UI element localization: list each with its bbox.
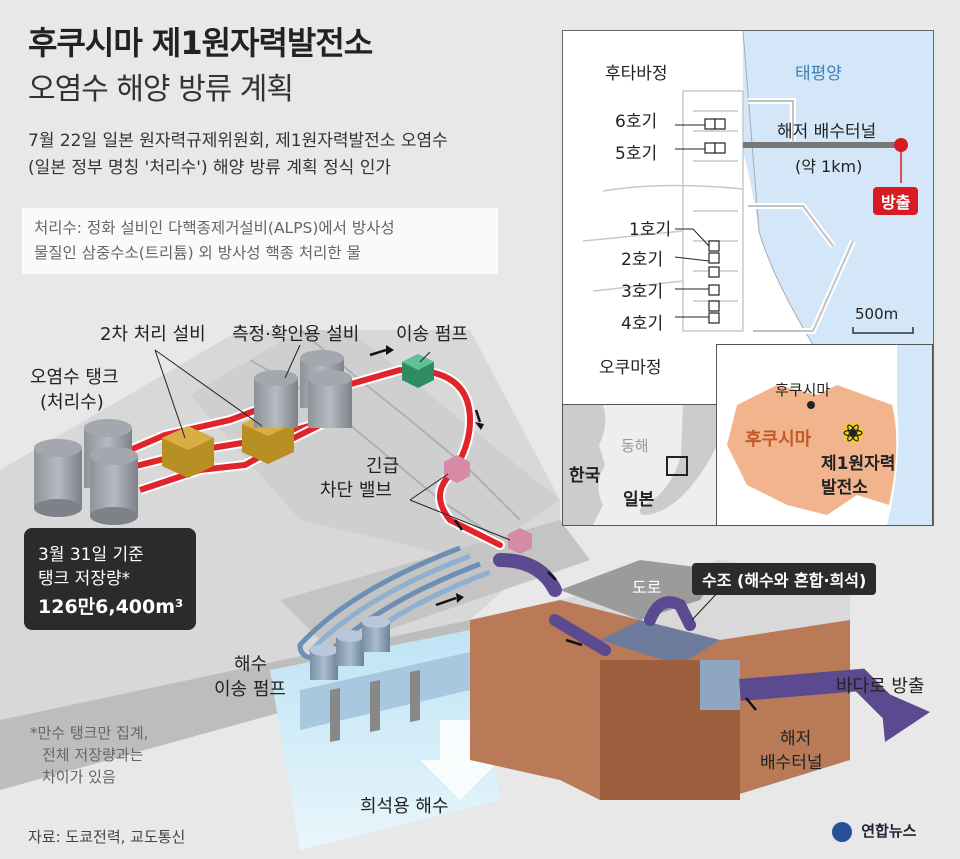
emergency-valve-2 bbox=[508, 528, 532, 554]
korea-label: 한국 bbox=[569, 466, 601, 486]
tank-storage-callout: 3월 31일 기준 탱크 저장량* 126만6,400m³ bbox=[24, 528, 196, 630]
fukushima-pref-label: 후쿠시마 bbox=[745, 429, 812, 450]
logo-text: 연합뉴스 bbox=[861, 822, 917, 840]
undersea-tunnel-label-2: 배수터널 bbox=[760, 753, 823, 773]
scale-label: 500m bbox=[855, 305, 899, 323]
undersea-tunnel-label-1: 해저 bbox=[780, 729, 812, 749]
note-line2: 물질인 삼중수소(트리튬) 외 방사성 핵종 처리한 물 bbox=[34, 244, 361, 262]
emergency-valve bbox=[444, 455, 470, 483]
japan-label: 일본 bbox=[623, 490, 655, 510]
title-line1: 후쿠시마 제1원자력발전소 bbox=[28, 24, 373, 62]
tunnel-label: 해저 배수터널 bbox=[777, 122, 877, 142]
plant-label-line2: 발전소 bbox=[821, 478, 868, 498]
valve-label-2: 차단 밸브 bbox=[320, 480, 392, 501]
road-label: 도로 bbox=[632, 578, 662, 597]
fukushima-pref-shape bbox=[727, 385, 897, 515]
secondary-treatment-label: 2차 처리 설비 bbox=[100, 324, 206, 345]
footnote-line2: 전체 저장량과는 bbox=[42, 746, 144, 764]
contaminated-water-tanks bbox=[34, 419, 138, 525]
logo: 연합뉴스 bbox=[832, 820, 916, 842]
desc-line2: (일본 정부 명칭 '처리수') 해양 방류 계획 정식 인가 bbox=[28, 158, 392, 178]
site-map-drawing bbox=[582, 31, 933, 362]
tank-label-2: (처리수) bbox=[40, 392, 104, 413]
transfer-pump-label: 이송 펌프 bbox=[396, 324, 468, 345]
desc-line1: 7월 22일 일본 원자력규제위원회, 제1원자력발전소 오염수 bbox=[28, 131, 448, 151]
fukushima-inset-drawing bbox=[727, 345, 932, 525]
definition-note: 처리수: 정화 설비인 다핵종제거설비(ALPS)에서 방사성 물질인 삼중수소… bbox=[22, 208, 498, 274]
sea-discharge-label: 바다로 방출 bbox=[836, 676, 925, 697]
unit4-label: 4호기 bbox=[621, 314, 664, 334]
footnote: *만수 탱크만 집계, 전체 저장량과는 차이가 있음 bbox=[30, 722, 148, 788]
description: 7월 22일 일본 원자력규제위원회, 제1원자력발전소 오염수 (일본 정부 … bbox=[28, 128, 528, 182]
reactor-units bbox=[704, 118, 726, 324]
tunnel-length-label: (약 1km) bbox=[795, 157, 863, 176]
title-line2: 오염수 해양 방류 계획 bbox=[28, 72, 294, 107]
tank-info-value: 126만6,400m³ bbox=[38, 596, 184, 618]
discharge-point bbox=[894, 138, 908, 152]
dilution-seawater-label: 희석용 해수 bbox=[360, 796, 449, 817]
nuclear-icon bbox=[843, 423, 863, 443]
pacific-label: 태평양 bbox=[795, 64, 842, 84]
fukushima-city-label: 후쿠시마 bbox=[775, 381, 831, 399]
unit5-label: 5호기 bbox=[615, 144, 658, 164]
east-sea-label: 동해 bbox=[621, 437, 649, 455]
futaba-label: 후타바정 bbox=[605, 64, 668, 84]
unit3-label: 3호기 bbox=[621, 282, 664, 302]
seawater-pump-label-2: 이송 펌프 bbox=[214, 679, 286, 700]
unit6-label: 6호기 bbox=[615, 112, 658, 132]
fukushima-inset-map: 후쿠시마 후쿠시마 제1원자력 발전소 bbox=[716, 344, 933, 526]
unit1-label: 1호기 bbox=[629, 220, 672, 240]
footnote-line3: 차이가 있음 bbox=[42, 768, 116, 786]
tank-info-line2: 탱크 저장량* bbox=[38, 569, 131, 589]
note-line1: 처리수: 정화 설비인 다핵종제거설비(ALPS)에서 방사성 bbox=[34, 219, 395, 237]
japan-locator-drawing bbox=[563, 405, 717, 525]
valve-label-1: 긴급 bbox=[366, 456, 400, 477]
measurement-label: 측정·확인용 설비 bbox=[232, 324, 360, 345]
mixing-tank-label: 수조 (해수와 혼합·희석) bbox=[692, 563, 877, 595]
sea-outflow-arrow bbox=[880, 690, 930, 742]
unit2-label: 2호기 bbox=[621, 250, 664, 270]
tank-label-1: 오염수 탱크 bbox=[30, 367, 119, 388]
footnote-line1: *만수 탱크만 집계, bbox=[30, 724, 149, 742]
plant-label-line1: 제1원자력 bbox=[821, 454, 896, 474]
source-credit: 자료: 도쿄전력, 교도통신 bbox=[28, 828, 186, 846]
japan-locator-map: 동해 한국 일본 bbox=[562, 404, 718, 526]
logo-icon bbox=[832, 821, 852, 842]
discharge-label: 방출 bbox=[873, 187, 919, 215]
tank-info-line1: 3월 31일 기준 bbox=[38, 545, 144, 565]
mixing-tank bbox=[600, 620, 720, 665]
seawater-pump-label-1: 해수 bbox=[234, 654, 268, 675]
okuma-label: 오쿠마정 bbox=[599, 358, 662, 378]
seawater-pumps bbox=[310, 616, 390, 680]
